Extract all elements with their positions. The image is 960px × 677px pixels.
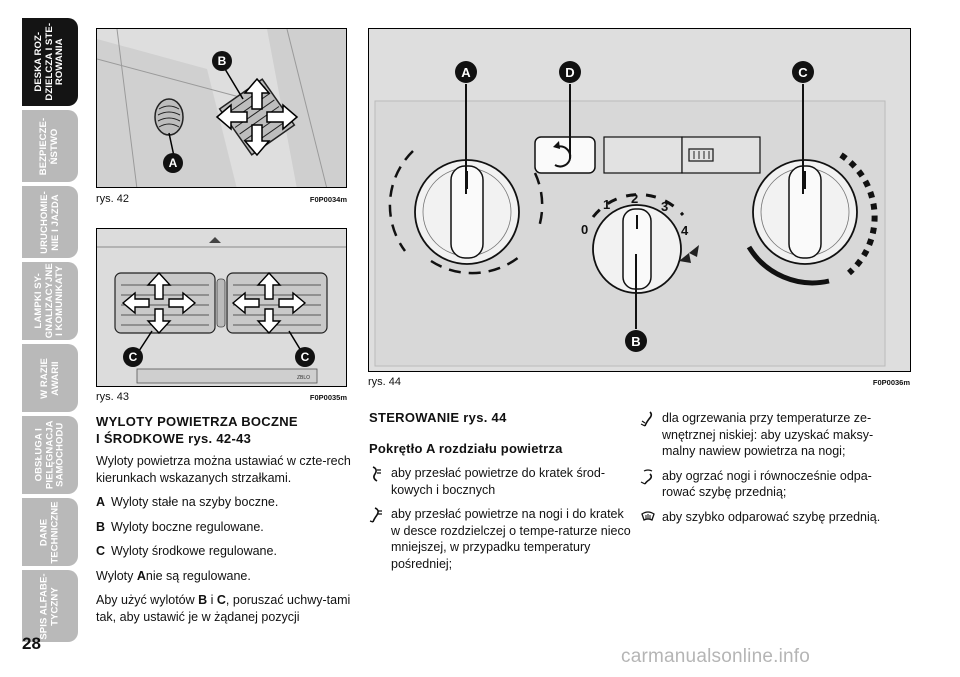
bullet-feet-vent: dla ogrzewania przy temperaturze ze-wnęt… [640, 410, 902, 460]
figure-42-code: F0P0034m [309, 195, 347, 204]
svg-text:0: 0 [581, 222, 588, 237]
controls-description-column-2: dla ogrzewania przy temperaturze ze-wnęt… [640, 410, 902, 536]
vents-note: Wyloty Anie są regulowane. [96, 568, 251, 583]
svg-text:C: C [798, 65, 808, 80]
vents-usage: Aby użyć wylotów B i C, poruszać uchwy-t… [96, 593, 351, 624]
bullet-face-vent: aby przesłać powietrze do kratek środ-ko… [369, 465, 631, 498]
svg-text:A: A [461, 65, 471, 80]
feet-vent-icon [640, 410, 662, 460]
svg-text:B: B [631, 334, 640, 349]
svg-text:1: 1 [603, 197, 610, 212]
callout-a: A [455, 61, 477, 83]
page-number: 28 [22, 634, 41, 653]
vent-item-a: A Wyloty stałe na szyby boczne. [96, 495, 279, 509]
bullet-face-feet-vent: aby przesłać powietrze na nogi i do krat… [369, 506, 631, 572]
callout-d: D [559, 61, 581, 83]
figure-42-caption: rys. 42 [96, 193, 130, 205]
callout-b: B [625, 330, 647, 352]
knob-c-temperature [746, 152, 878, 286]
knob-a-subheading: Pokrętło A rozdziału powietrza [369, 440, 563, 456]
svg-text:C: C [301, 350, 310, 364]
bullet-feet-defrost: aby ogrzać nogi i równocześnie odpa-rowa… [640, 468, 902, 501]
tab-lampki-sygnalizacyjne[interactable]: LAMPKI SY- GNALIZACYJNE I KOMUNIKATY [22, 262, 78, 340]
fixed-vent-graphic [154, 98, 184, 136]
vent-item-b: B Wyloty boczne regulowane. [96, 519, 264, 534]
rear-defrost-button-graphic [681, 136, 761, 174]
tab-deska-rozdzielcza[interactable]: DESKA ROZ- DZIELCZA I STE- ROWANIA [22, 18, 78, 106]
figure-43-code: F0P0035m [309, 393, 347, 402]
four-way-arrows-graphic [215, 77, 299, 157]
tab-obsluga-i-pielegnacja[interactable]: OBSŁUGA I PIELĘGNACJA SAMOCHODU [22, 416, 78, 494]
svg-text:C: C [129, 350, 138, 364]
bullet-defrost: aby szybko odparować szybę przednią. [640, 509, 902, 529]
callout-a: A [163, 153, 183, 173]
svg-text:3: 3 [661, 199, 668, 214]
defrost-icon [640, 509, 662, 529]
svg-text:A: A [169, 156, 178, 170]
svg-text:ZBLO: ZBLO [297, 375, 310, 381]
figure-44-code: F0P0036m [872, 378, 910, 387]
svg-text:D: D [565, 65, 574, 80]
tab-bezpieczenstwo[interactable]: BEZPIECZE- ŃSTWO [22, 110, 78, 182]
vent-item-c: C Wyloty środkowe regulowane. [96, 544, 277, 558]
callout-c: C [792, 61, 814, 83]
svg-text:4: 4 [681, 223, 689, 238]
figure-42-side-vents: B A [96, 28, 347, 188]
svg-text:2: 2 [631, 191, 638, 206]
vents-intro: Wyloty powietrza można ustawiać w czte-r… [96, 454, 351, 485]
recirculation-button-graphic [534, 136, 596, 174]
adjustable-side-vent-graphic [218, 78, 296, 156]
tab-dane-techniczne[interactable]: DANE TECHNICZNE [22, 498, 78, 566]
callout-b: B [212, 51, 232, 71]
svg-text:B: B [218, 54, 227, 68]
figure-43-center-vents: ZBLO C C [96, 228, 347, 387]
knob-a-air-distribution [388, 150, 544, 275]
vents-heading: WYLOTY POWIETRZA BOCZNE I ŚRODKOWE rys. … [96, 414, 298, 446]
figure-44-caption: rys. 44 [368, 376, 402, 388]
watermark: carmanualsonline.info [621, 646, 811, 667]
callout-c-right: C [295, 347, 315, 367]
face-vent-icon [369, 465, 391, 498]
tab-spis-alfabetyczny[interactable]: SPIS ALFABE- TYCZNY [22, 570, 78, 642]
figure-44-climate-controls: 0 1 2 3 4 A D C [368, 28, 911, 372]
controls-heading: STEROWANIE rys. 44 [369, 410, 507, 425]
knob-b-fan-speed: 0 1 2 3 4 [581, 191, 699, 294]
vents-description-column: WYLOTY POWIETRZA BOCZNE I ŚRODKOWE rys. … [96, 414, 352, 633]
tab-uruchomienie-i-jazda[interactable]: URUCHOMIE- NIE I JAZDA [22, 186, 78, 258]
face-feet-vent-icon [369, 506, 391, 572]
figure-43-caption: rys. 43 [96, 391, 130, 403]
controls-description-column: STEROWANIE rys. 44 Pokrętło A rozdziału … [369, 410, 631, 580]
tab-w-razie-awarii[interactable]: W RAZIE AWARII [22, 344, 78, 412]
callout-c-left: C [123, 347, 143, 367]
feet-defrost-icon [640, 468, 662, 501]
